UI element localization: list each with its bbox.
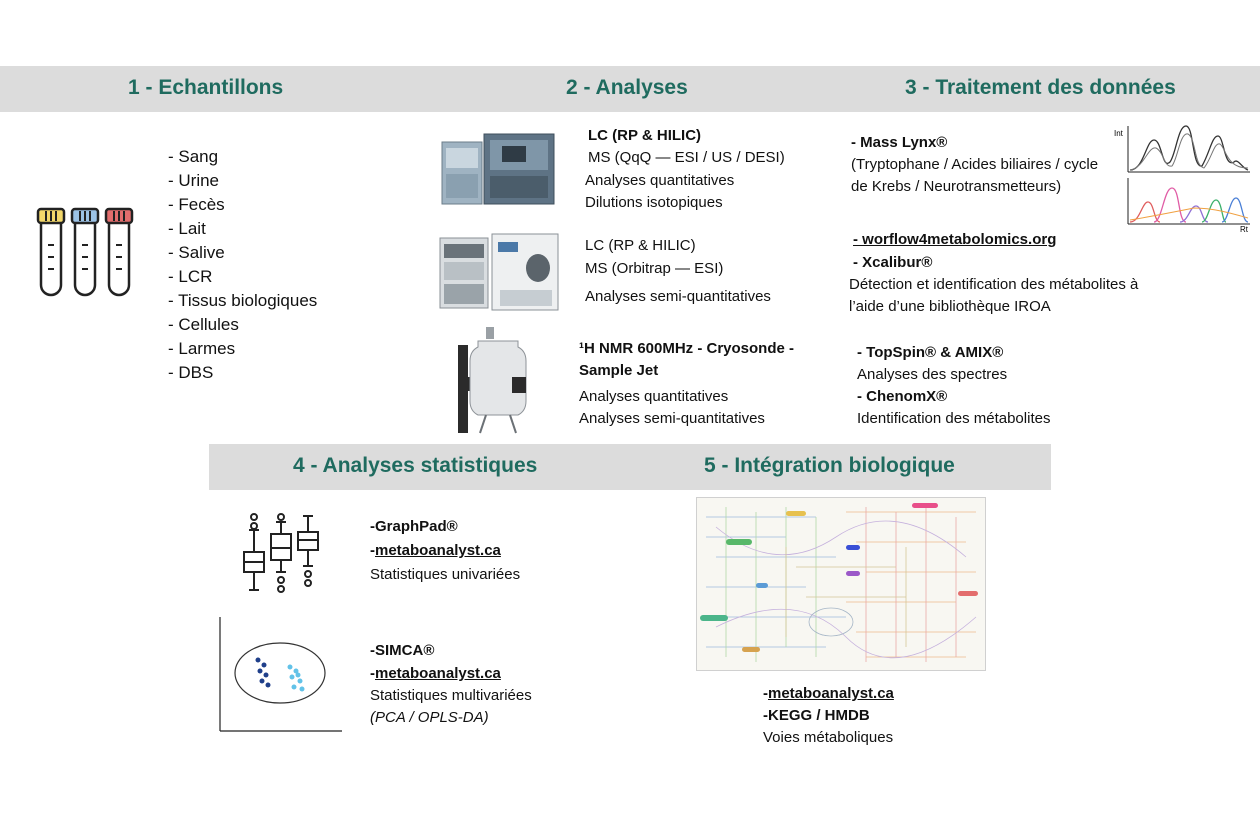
section-title-processing: 3 - Traitement des données	[905, 76, 1176, 99]
header-band-top	[0, 66, 1260, 112]
processing-2-line-3: Détection et identification des métaboli…	[849, 276, 1139, 293]
axis-label-int: Int	[1114, 129, 1124, 138]
link-prefix: -	[370, 665, 375, 682]
metabolic-pathway-map-image	[696, 497, 986, 671]
sample-item: - Tissus biologiques	[168, 291, 318, 310]
processing-3-line-3: - ChenomX®	[857, 388, 948, 405]
chromatogram-icon: Int Rt	[1114, 122, 1254, 232]
section-title-samples: 1 - Echantillons	[128, 76, 284, 99]
header-band-bottom	[209, 444, 1051, 490]
processing-3-line-1: - TopSpin® & AMIX®	[857, 344, 1004, 361]
analysis-3-line-3: Analyses quantitatives	[579, 388, 729, 405]
stats-2-line-1: -SIMCA®	[370, 642, 435, 659]
sample-item: - Larmes	[168, 339, 236, 358]
lc-orbitrap-instrument-image	[438, 232, 562, 312]
sample-item: - Urine	[168, 171, 220, 190]
lc-msms-instrument-image	[440, 132, 556, 208]
analysis-1-line-4: Dilutions isotopiques	[585, 194, 723, 211]
sample-item: - Fecès	[168, 195, 225, 214]
integration-line-3: Voies métaboliques	[763, 729, 894, 746]
processing-2-line-2: - Xcalibur®	[853, 254, 933, 271]
processing-3-line-2: Analyses des spectres	[857, 366, 1008, 383]
analysis-1-line-3: Analyses quantitatives	[585, 172, 735, 189]
sample-item: - LCR	[168, 267, 213, 286]
sample-item: - Cellules	[168, 315, 239, 334]
processing-1-line-3: de Krebs / Neurotransmetteurs)	[851, 178, 1062, 195]
boxplot-icon	[236, 512, 322, 594]
stats-2-line-2: -metaboanalyst.ca	[370, 663, 501, 685]
sample-item: - Lait	[168, 219, 206, 238]
nmr-spectrometer-image	[456, 325, 538, 435]
integration-line-2: -KEGG / HMDB	[763, 707, 870, 724]
link-prefix: -	[370, 542, 375, 559]
sample-tubes-icon	[34, 205, 134, 301]
sample-list: - Sang - Urine - Fecès - Lait - Salive -…	[168, 145, 317, 385]
stats-1-line-2: -metaboanalyst.ca	[370, 540, 501, 562]
processing-1-line-2: (Tryptophane / Acides biliaires / cycle	[851, 156, 1099, 173]
analysis-1-line-2: MS (QqQ — ESI / US / DESI)	[588, 149, 785, 166]
stats-2-line-4: (PCA / OPLS-DA)	[370, 709, 489, 726]
axis-label-rt: Rt	[1240, 225, 1249, 232]
analysis-2-line-2: MS (Orbitrap — ESI)	[585, 260, 724, 277]
analysis-1-line-1: LC (RP & HILIC)	[588, 127, 702, 144]
link-prefix: -	[763, 685, 768, 702]
analysis-2-line-1: LC (RP & HILIC)	[585, 237, 696, 254]
processing-2-line-1[interactable]: - worflow4metabolomics.org	[853, 231, 1057, 248]
analysis-3-line-1: ¹H NMR 600MHz - Cryosonde -	[579, 340, 795, 357]
metaboanalyst-link[interactable]: metaboanalyst.ca	[375, 665, 501, 682]
section-title-analyses: 2 - Analyses	[566, 76, 688, 99]
sample-item: - Salive	[168, 243, 225, 262]
sample-item: - Sang	[168, 147, 219, 166]
processing-1-line-1: - Mass Lynx®	[851, 134, 948, 151]
section-title-statistics: 4 - Analyses statistiques	[293, 454, 538, 477]
analysis-3-line-2: Sample Jet	[579, 362, 659, 379]
processing-3-line-4: Identification des métabolites	[857, 410, 1051, 427]
section-title-integration: 5 - Intégration biologique	[704, 454, 955, 477]
analysis-2-line-3: Analyses semi-quantitatives	[585, 288, 771, 305]
pca-scatter-icon	[214, 615, 344, 737]
processing-2-line-4: l’aide d’une bibliothèque IROA	[849, 298, 1051, 315]
metaboanalyst-link[interactable]: metaboanalyst.ca	[375, 542, 501, 559]
integration-line-1: -metaboanalyst.ca	[763, 683, 894, 705]
sample-item: - DBS	[168, 363, 214, 382]
stats-1-line-1: -GraphPad®	[370, 518, 458, 535]
stats-1-line-3: Statistiques univariées	[370, 566, 521, 583]
analysis-3-line-4: Analyses semi-quantitatives	[579, 410, 765, 427]
metaboanalyst-link[interactable]: metaboanalyst.ca	[768, 685, 894, 702]
stats-2-line-3: Statistiques multivariées	[370, 687, 532, 704]
